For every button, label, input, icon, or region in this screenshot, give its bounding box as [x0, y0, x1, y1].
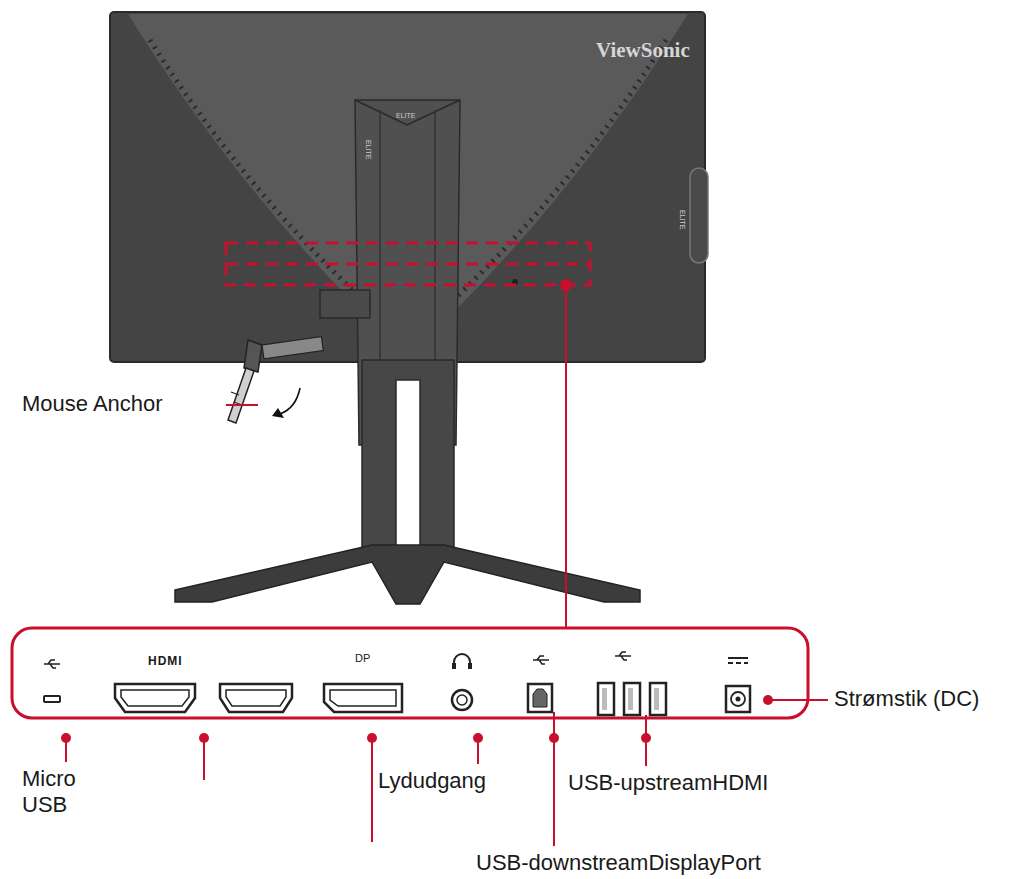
stand-edge: [355, 100, 460, 125]
part-name: Mouse Anchor: [22, 391, 163, 417]
displayport-port: [324, 684, 402, 712]
dc-jack: [726, 686, 750, 712]
leader-line: [226, 404, 258, 406]
port-name: USB-downstreamDisplayPort: [476, 850, 761, 876]
port-panel: [12, 628, 808, 718]
anchor-hinge: [244, 340, 262, 372]
port-area: [226, 243, 590, 285]
headphone-symbol: [454, 654, 470, 666]
port-area-divider: [226, 263, 590, 266]
leader-line: [565, 285, 567, 628]
dc-symbol: [728, 658, 748, 663]
port-name: Strømstik (DC): [834, 686, 979, 712]
hdmi-port: [115, 684, 292, 712]
anchor-ridges: [231, 392, 242, 405]
stand-base: [175, 545, 640, 604]
usb-symbol: [44, 652, 631, 668]
model-badge: ELITE: [678, 210, 686, 229]
leader-line: [66, 700, 828, 846]
usb-b-port: [528, 684, 552, 712]
port-name: Lydudgang: [378, 768, 486, 794]
port-name: USB-upstreamHDMI: [568, 770, 768, 796]
port-name: Micro USB: [22, 766, 102, 819]
port-logo: HDMI: [148, 654, 183, 668]
micro-usb-port: [44, 696, 60, 702]
rotation-arrow: [280, 388, 300, 414]
leader-dot: [61, 695, 773, 743]
cable-slot: [396, 380, 420, 550]
model-badge: ELITE: [364, 140, 372, 159]
mouse-anchor: [228, 368, 254, 423]
stand-lower: [362, 360, 454, 560]
rotation-arrowhead: [272, 408, 284, 418]
cable-cover: [320, 290, 370, 318]
model-badge: ELITE: [396, 112, 415, 120]
anchor-arm: [262, 337, 323, 359]
audio-jack: [452, 690, 472, 710]
logo-capsule: [690, 168, 708, 263]
port-logo: DP: [355, 652, 370, 665]
brand-logo: ViewSonic: [596, 38, 690, 63]
usb-a-port: [598, 683, 666, 715]
